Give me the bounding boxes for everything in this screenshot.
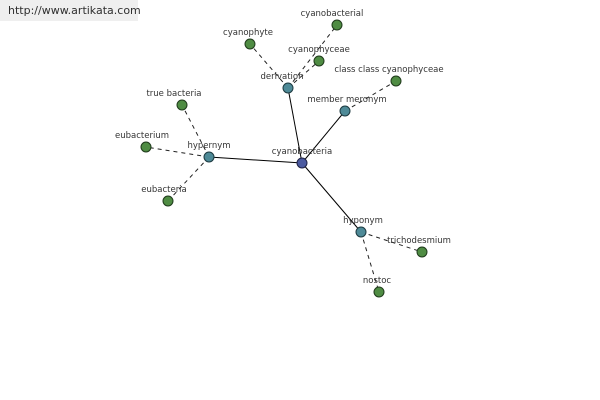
node-label: nostoc bbox=[363, 276, 392, 286]
node-cyanophyte[interactable]: cyanophyte bbox=[223, 28, 273, 50]
node-label: hypernym bbox=[187, 141, 230, 151]
edge-cyanobacteria-derivation bbox=[287, 87, 303, 164]
node-label: hyponym bbox=[343, 216, 383, 226]
node-dot[interactable] bbox=[203, 151, 215, 163]
node-dot[interactable] bbox=[373, 286, 385, 298]
node-label: eubacteria bbox=[141, 185, 187, 195]
node-cyanophyceae[interactable]: cyanophyceae bbox=[288, 45, 350, 67]
node-label: eubacterium bbox=[115, 131, 169, 141]
edge-derivation-cyanobacterial bbox=[287, 24, 338, 89]
node-eubacterium[interactable]: eubacterium bbox=[115, 131, 169, 153]
node-label: cyanobacterial bbox=[301, 9, 364, 19]
edge-hypernym-eubacterium bbox=[145, 146, 210, 158]
node-derivation[interactable]: derivation bbox=[260, 72, 304, 94]
node-cyanobacteria[interactable]: cyanobacteria bbox=[272, 147, 332, 169]
node-hypernym[interactable]: hypernym bbox=[187, 141, 231, 163]
node-hyponym[interactable]: hyponym bbox=[343, 216, 383, 238]
edge-hyponym-trichodesmium bbox=[360, 231, 423, 253]
edge-cyanobacteria-member-meronym bbox=[301, 110, 346, 164]
node-true-bacteria[interactable]: true bacteria bbox=[146, 89, 202, 111]
node-dot[interactable] bbox=[140, 141, 152, 153]
node-label: derivation bbox=[260, 72, 303, 82]
node-cyanobacterial[interactable]: cyanobacterial bbox=[301, 9, 364, 31]
node-label: member meronym bbox=[307, 95, 386, 105]
edge-hyponym-nostoc bbox=[360, 231, 380, 293]
node-dot[interactable] bbox=[282, 82, 294, 94]
edges bbox=[145, 24, 423, 293]
edge-derivation-cyanophyte bbox=[249, 43, 289, 89]
node-dot[interactable] bbox=[313, 55, 325, 67]
node-dot[interactable] bbox=[339, 105, 351, 117]
node-member-meronym[interactable]: member meronym bbox=[307, 95, 387, 117]
node-label: cyanophyte bbox=[223, 28, 273, 38]
node-dot[interactable] bbox=[355, 226, 367, 238]
node-dot[interactable] bbox=[331, 19, 343, 31]
node-dot[interactable] bbox=[390, 75, 402, 87]
node-class-cyanophyceae[interactable]: class class cyanophyceae bbox=[334, 65, 444, 87]
node-label: cyanobacteria bbox=[272, 147, 332, 157]
node-label: class class cyanophyceae bbox=[334, 65, 443, 75]
edge-member-meronym-class-cyanophyceae bbox=[344, 80, 397, 112]
node-dot[interactable] bbox=[162, 195, 174, 207]
node-dot[interactable] bbox=[244, 38, 256, 50]
node-eubacteria[interactable]: eubacteria bbox=[141, 185, 187, 207]
edge-hypernym-eubacteria bbox=[167, 156, 210, 202]
node-dot[interactable] bbox=[416, 246, 428, 258]
node-label: cyanophyceae bbox=[288, 45, 350, 55]
node-dot[interactable] bbox=[176, 99, 188, 111]
edge-cyanobacteria-hyponym bbox=[301, 162, 362, 233]
site-watermark: http://www.artikata.com bbox=[0, 0, 141, 21]
node-dot[interactable] bbox=[296, 157, 308, 169]
edge-derivation-cyanophyceae bbox=[287, 60, 320, 89]
node-nostoc[interactable]: nostoc bbox=[363, 276, 392, 298]
edge-cyanobacteria-hypernym bbox=[208, 156, 303, 164]
edge-hypernym-true-bacteria bbox=[181, 104, 210, 158]
node-label: trichodesmium bbox=[387, 236, 451, 246]
node-label: true bacteria bbox=[146, 89, 201, 99]
nodes: cyanophyte cyanophyceae cyanobacterial clas… bbox=[115, 9, 451, 298]
node-trichodesmium[interactable]: trichodesmium bbox=[387, 236, 451, 258]
